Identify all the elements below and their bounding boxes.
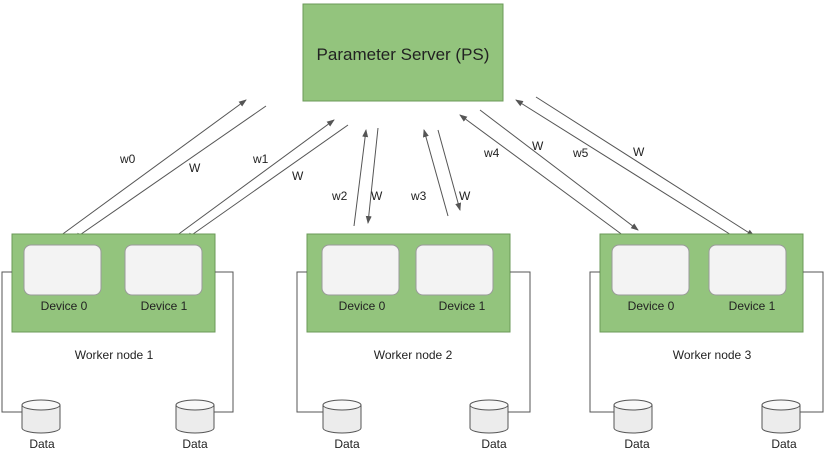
data-connector bbox=[800, 271, 824, 413]
device-box bbox=[415, 244, 494, 296]
worker-node-label: Worker node 1 bbox=[75, 348, 154, 362]
worker-node-1: Device 0 Device 1 Worker node 1 Data Dat… bbox=[1, 233, 234, 451]
arrow-W-to-worker3-device0 bbox=[479, 109, 639, 231]
label-w2: w2 bbox=[331, 189, 348, 203]
label-W-3: W bbox=[371, 189, 383, 203]
arrow-W-to-worker1-device0 bbox=[73, 105, 267, 240]
label-w3: w3 bbox=[410, 189, 427, 203]
data-label: Data bbox=[771, 437, 797, 451]
label-W-6: W bbox=[633, 145, 645, 159]
worker-node-3: Device 0 Device 1 Worker node 3 Data Dat… bbox=[589, 233, 824, 451]
data-connector bbox=[296, 271, 323, 413]
label-w5: w5 bbox=[572, 146, 589, 160]
data-connector bbox=[589, 271, 614, 413]
arrows bbox=[59, 96, 755, 240]
parameter-server: Parameter Server (PS) bbox=[302, 3, 504, 102]
arrow-w3 bbox=[422, 129, 449, 217]
device-box bbox=[124, 244, 203, 296]
arrow-w1 bbox=[175, 119, 335, 237]
label-W-5: W bbox=[532, 139, 544, 153]
device-box bbox=[321, 244, 400, 296]
arrow-labels: w0 W w1 W w2 W w3 W w4 W w5 W bbox=[119, 139, 645, 203]
worker-node-label: Worker node 2 bbox=[374, 348, 453, 362]
arrow-w4 bbox=[459, 114, 625, 237]
data-label: Data bbox=[624, 437, 650, 451]
arrow-w0 bbox=[59, 99, 247, 237]
device-box bbox=[23, 244, 102, 296]
device-box bbox=[611, 244, 690, 296]
database-icon bbox=[175, 399, 215, 434]
data-label: Data bbox=[334, 437, 360, 451]
database-icon bbox=[322, 399, 362, 434]
arrow-W-to-worker2-device1 bbox=[437, 129, 462, 211]
label-w0: w0 bbox=[119, 152, 136, 166]
data-label: Data bbox=[182, 437, 208, 451]
device-label: Device 0 bbox=[41, 299, 88, 313]
data-connector bbox=[1, 271, 22, 413]
worker-node-2: Device 0 Device 1 Worker node 2 Data Dat… bbox=[296, 233, 531, 451]
data-connector bbox=[214, 271, 234, 413]
data-label: Data bbox=[481, 437, 507, 451]
device-box bbox=[708, 244, 787, 296]
arrow-w2 bbox=[353, 129, 369, 227]
label-w4: w4 bbox=[483, 146, 500, 160]
device-label: Device 1 bbox=[439, 299, 486, 313]
device-label: Device 0 bbox=[628, 299, 675, 313]
arrow-w5 bbox=[515, 99, 737, 239]
device-label: Device 0 bbox=[339, 299, 386, 313]
label-W-2: W bbox=[292, 169, 304, 183]
data-label: Data bbox=[29, 437, 55, 451]
data-connector bbox=[508, 271, 531, 413]
device-label: Device 1 bbox=[729, 299, 776, 313]
database-icon bbox=[21, 399, 61, 434]
label-w1: w1 bbox=[252, 152, 269, 166]
database-icon bbox=[761, 399, 801, 434]
arrow-W-to-worker1-device1 bbox=[185, 124, 349, 240]
database-icon bbox=[469, 399, 509, 434]
parameter-server-label: Parameter Server (PS) bbox=[317, 45, 490, 64]
label-W-4: W bbox=[459, 189, 471, 203]
worker-node-label: Worker node 3 bbox=[673, 348, 752, 362]
database-icon bbox=[613, 399, 653, 434]
arrow-W-to-worker2-device0 bbox=[365, 127, 379, 224]
device-label: Device 1 bbox=[141, 299, 188, 313]
arrow-W-to-worker3-device1 bbox=[535, 96, 755, 237]
label-W-1: W bbox=[189, 161, 201, 175]
